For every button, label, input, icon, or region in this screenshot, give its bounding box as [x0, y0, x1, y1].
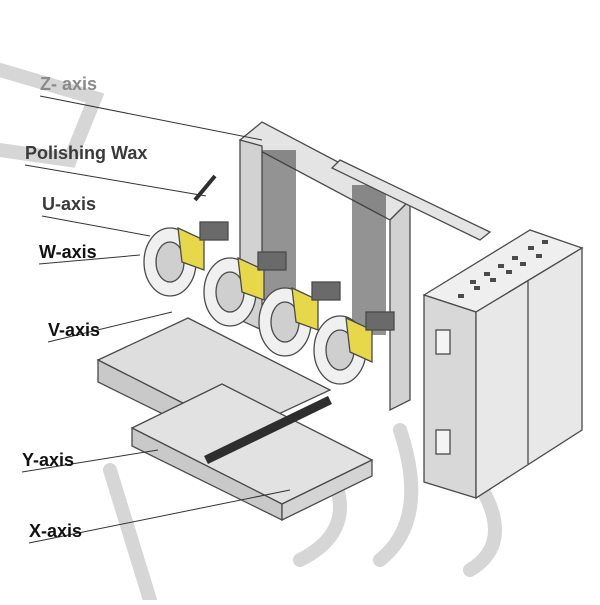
label-v-axis: V-axis [48, 320, 101, 340]
electrical-cabinet [422, 229, 584, 500]
label-u-axis: U-axis [42, 194, 97, 214]
back-frame [238, 121, 492, 412]
leader-w-axis [38, 254, 141, 265]
leader-lines [21, 95, 291, 544]
polishing-head-2 [203, 256, 265, 327]
leader-x-axis [28, 489, 291, 544]
label-w-axis: W-axis [39, 242, 97, 262]
leader-u-axis [41, 215, 151, 237]
label-polishing-wax: Polishing Wax [25, 143, 148, 163]
leader-v-axis [47, 311, 173, 343]
polishing-heads [143, 174, 395, 385]
leader-z-axis [39, 95, 263, 141]
polishing-head-1 [143, 226, 205, 297]
base-platform [96, 317, 374, 522]
polishing-head-4 [313, 315, 373, 385]
label-y-axis: Y-axis [22, 450, 75, 470]
label-z-axis: Z- axis [40, 74, 98, 94]
leader-polishing-wax [24, 164, 207, 197]
label-x-axis: X-axis [29, 521, 83, 541]
leader-y-axis [21, 449, 159, 473]
polishing-head-3 [258, 286, 319, 357]
